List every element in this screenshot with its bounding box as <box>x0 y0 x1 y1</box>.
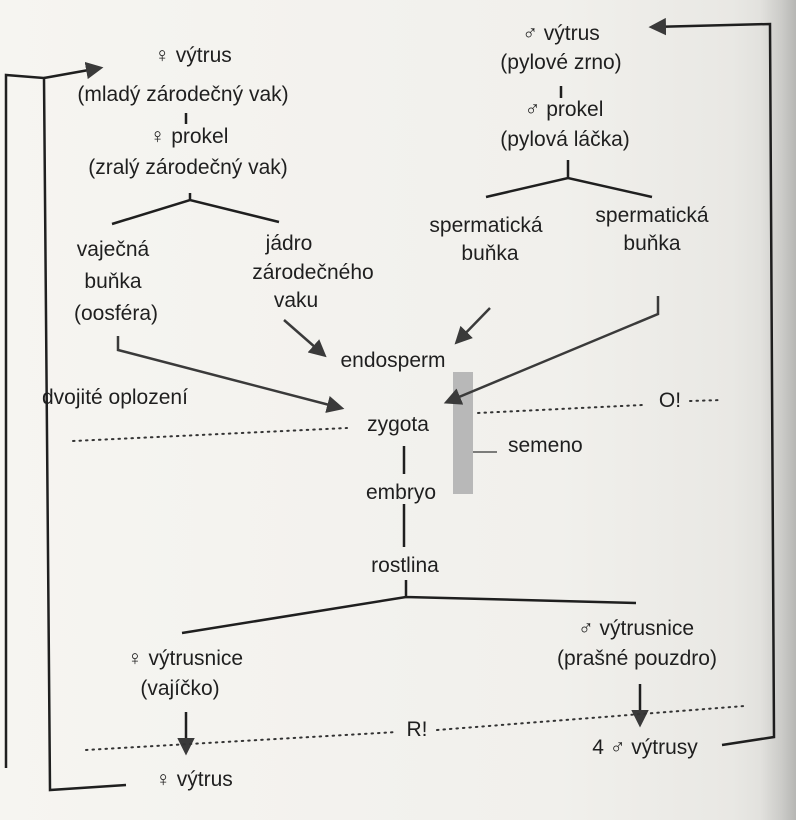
male-spore-label: ♂ výtrus <box>522 22 600 45</box>
fertilization-mark: O! <box>658 389 682 412</box>
female-sporangium-label: ♀ výtrusnice <box>126 647 244 670</box>
split-plant <box>181 580 637 635</box>
egg-cell-label-3: (oosféra) <box>73 302 159 325</box>
page-edge-shadow <box>760 0 796 820</box>
mature-embryo-sac-label: (zralý zárodečný vak) <box>88 156 288 179</box>
split-male-prothallus <box>485 160 653 199</box>
split-female-prothallus <box>111 193 280 226</box>
female-spore-bottom-label: ♀ výtrus <box>155 768 233 791</box>
endosperm-label: endosperm <box>340 349 446 372</box>
young-embryo-sac-label: (mladý zárodečný vak) <box>77 83 289 106</box>
sperm-cell-b-label-1: spermatická <box>595 204 709 227</box>
male-sporangium-label: ♂ výtrusnice <box>577 617 695 640</box>
sperm-cell-a-label-2: buňka <box>461 242 519 265</box>
loop-female-arrow <box>43 61 104 80</box>
anther-label: (prašné pouzdro) <box>557 647 717 670</box>
arrow-egg-to-zygote <box>116 336 345 413</box>
egg-cell-label-1: vaječná <box>76 238 150 261</box>
female-spore-label: ♀ výtrus <box>154 44 232 67</box>
pollen-grain-label: (pylové zrno) <box>500 51 622 74</box>
ovule-label: (vajíčko) <box>140 677 220 700</box>
plant-label: rostlina <box>371 554 439 577</box>
egg-cell-label-2: buňka <box>84 270 142 293</box>
embryo-label: embryo <box>365 481 437 504</box>
male-prothallus-label: ♂ prokel <box>524 98 604 121</box>
sperm-cell-a-label-1: spermatická <box>429 214 543 237</box>
male-spores-bottom-label: 4 ♂ výtrusy <box>592 736 698 759</box>
embryo-sac-nucleus-label-1: jádro <box>265 232 313 255</box>
double-fertilization-label: dvojité oplození <box>42 386 188 409</box>
arrow-nucleus-to-endosperm <box>283 319 327 358</box>
loop-female <box>4 73 127 792</box>
pollen-tube-label: (pylová láčka) <box>500 128 630 151</box>
seed-label: semeno <box>508 434 583 457</box>
fertilization-dotted-tail <box>689 399 723 402</box>
embryo-sac-nucleus-label-3: vaku <box>273 289 319 312</box>
meiosis-dotted-right <box>436 705 745 731</box>
zygote-label: zygota <box>367 413 429 436</box>
sperm-cell-b-label-2: buňka <box>623 232 681 255</box>
meiosis-dotted-left <box>85 731 398 751</box>
fertilization-dotted-left <box>72 427 348 442</box>
embryo-sac-nucleus-label-2: zárodečného <box>252 261 374 284</box>
arrow-sperm-a-to-endosperm <box>454 307 491 345</box>
loop-male <box>648 17 776 747</box>
seed-bar <box>453 372 473 494</box>
meiosis-mark: R! <box>406 718 428 741</box>
female-prothallus-label: ♀ prokel <box>149 125 229 148</box>
arrow-sperm-b-to-zygote <box>443 296 660 405</box>
fertilization-dotted-right <box>477 404 643 414</box>
